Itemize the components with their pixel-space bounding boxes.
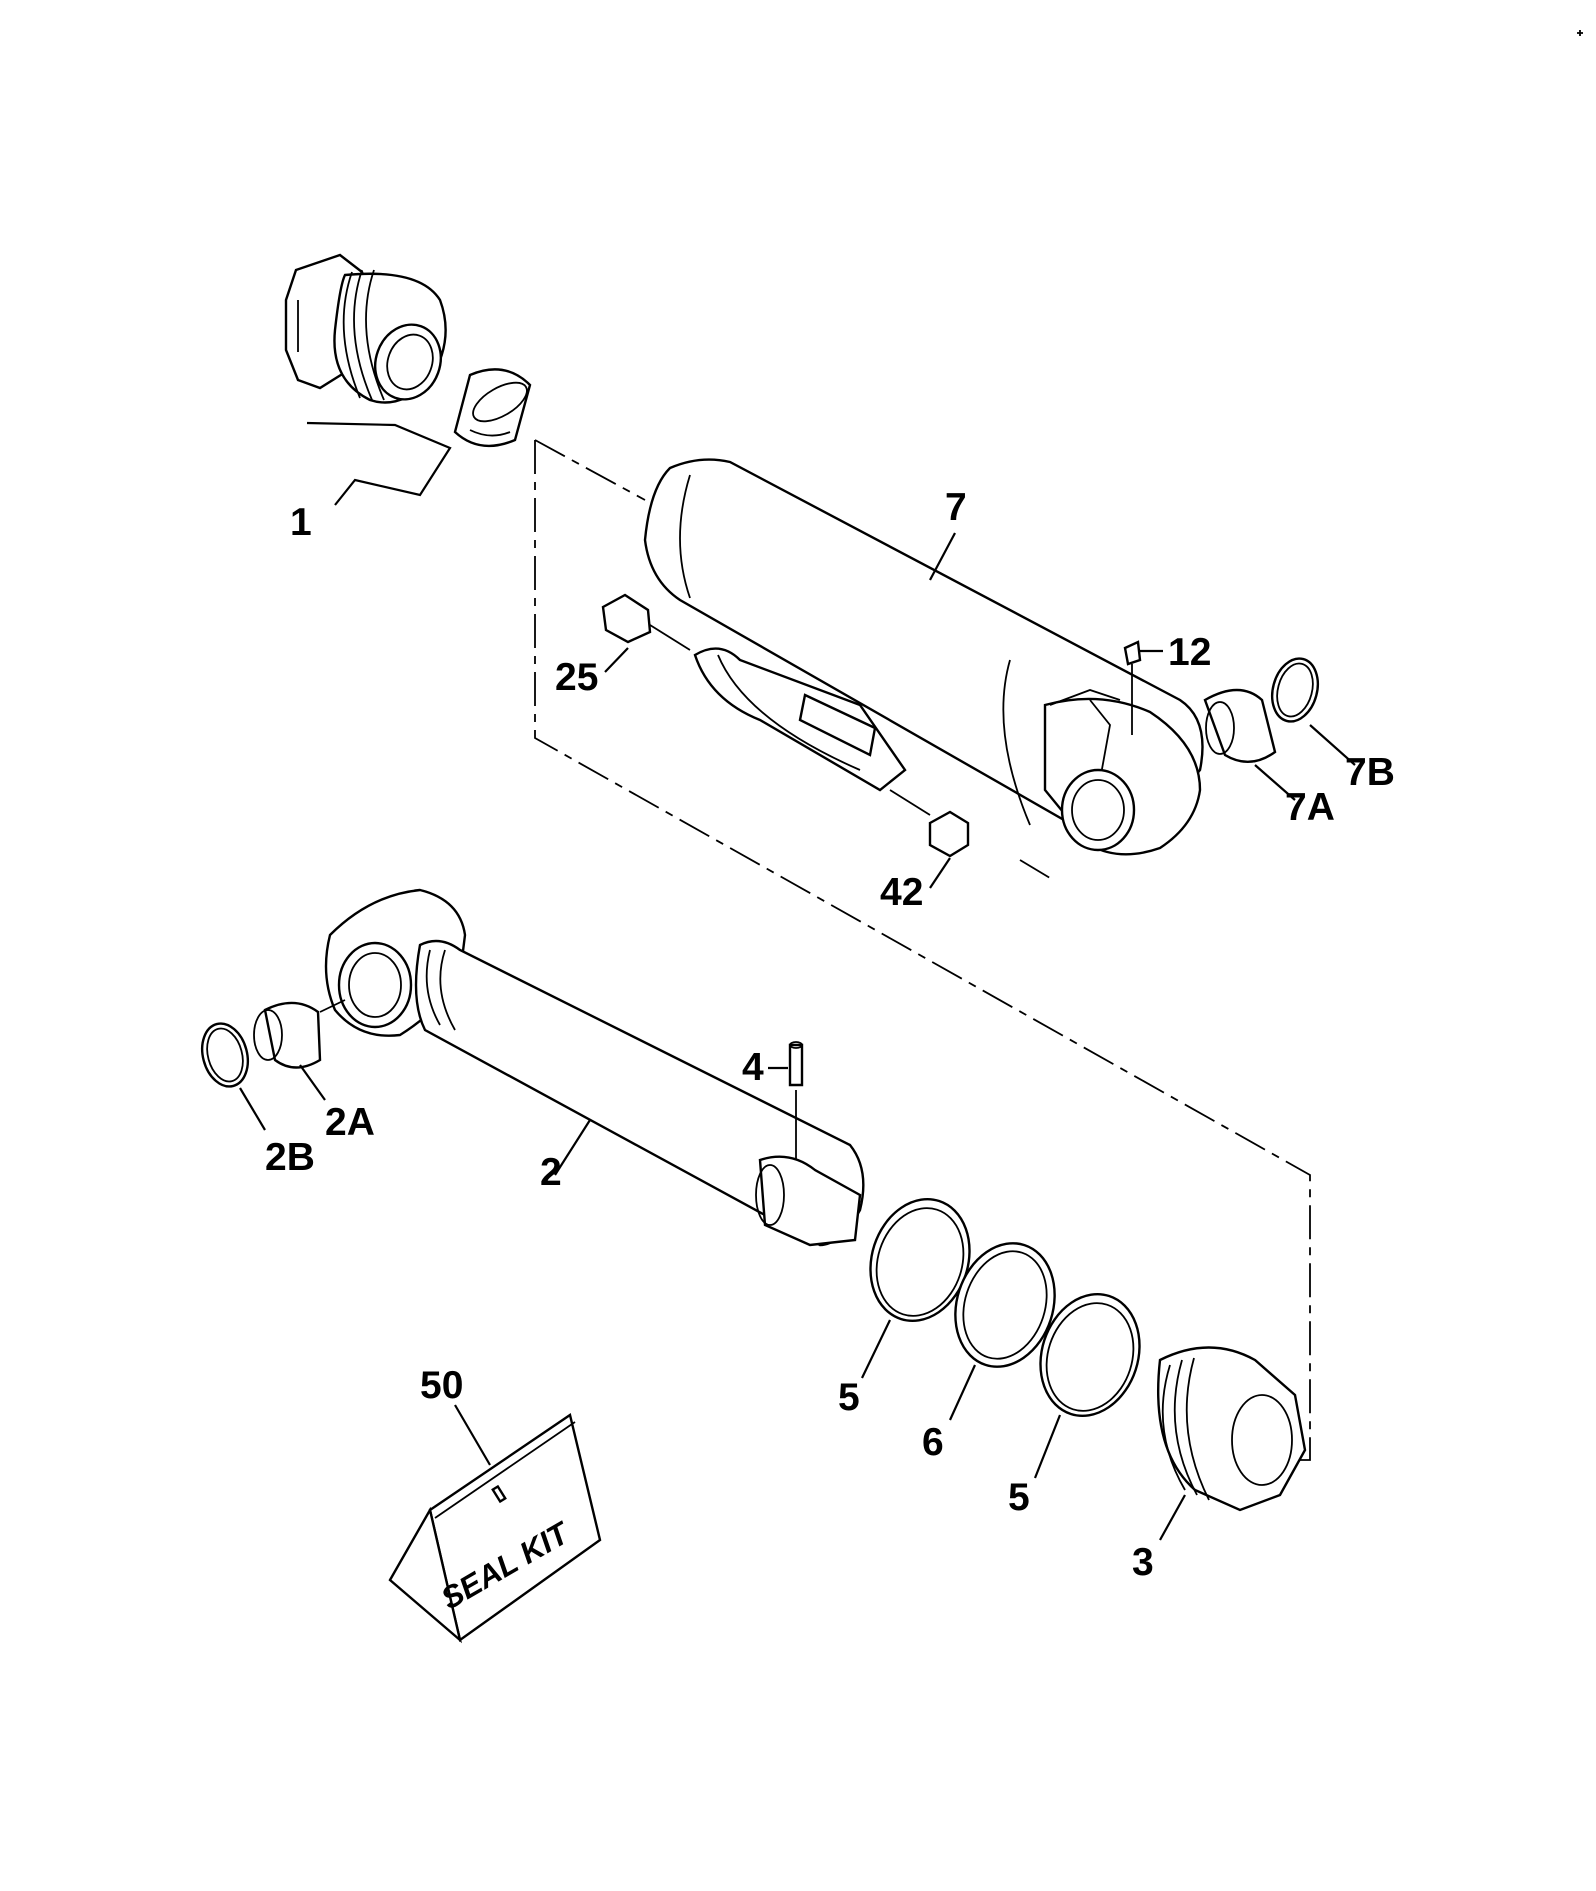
callout-4: 4 (742, 1046, 764, 1089)
part-50-seal-kit: SEAL KIT (388, 1413, 602, 1644)
part-25-plug (601, 593, 691, 651)
part-7a-bushing (1203, 688, 1277, 763)
corner-mark (1577, 30, 1583, 36)
callout-5-second: 5 (1008, 1476, 1030, 1519)
part-2a-bushing (253, 999, 346, 1069)
leader-3 (1159, 1494, 1186, 1541)
leader-7b (1309, 724, 1356, 766)
part-5-ring-b (1039, 1292, 1141, 1418)
callout-42: 42 (880, 871, 923, 914)
part-3-piston (1157, 1346, 1307, 1512)
leader-2b (239, 1087, 266, 1131)
callout-12: 12 (1168, 631, 1211, 674)
part-4-pin (788, 1041, 804, 1160)
leader-5b (1033, 1414, 1062, 1479)
leader-6 (948, 1364, 977, 1421)
callout-7: 7 (945, 486, 967, 529)
leader-7 (929, 532, 956, 581)
leader-50 (454, 1404, 491, 1466)
callout-2: 2 (540, 1151, 562, 1194)
part-6-seal (954, 1242, 1056, 1368)
callout-5-first: 5 (838, 1376, 860, 1419)
part-12-grease-fitting (1123, 640, 1142, 735)
leader-2a (299, 1064, 326, 1101)
callout-2b: 2B (265, 1136, 315, 1179)
leader-5a (861, 1319, 891, 1379)
callout-3: 3 (1132, 1541, 1154, 1584)
callout-7a: 7A (1285, 786, 1335, 829)
leader-2 (554, 1119, 591, 1176)
callout-1: 1 (290, 501, 312, 544)
part-2b-ring (200, 1022, 250, 1088)
part-5-ring-a (869, 1197, 971, 1323)
callout-50: 50 (420, 1364, 463, 1407)
part-7b-ring (1270, 657, 1320, 723)
leader-7a (1254, 764, 1296, 801)
part-7-barrel (643, 458, 1204, 856)
assembly-centerlines (534, 439, 1311, 1461)
callout-7b: 7B (1345, 751, 1395, 794)
callout-25: 25 (555, 656, 598, 699)
part-2-rod (324, 888, 865, 1247)
leader-42 (929, 857, 951, 889)
callout-2a: 2A (325, 1101, 375, 1144)
leader-1 (306, 421, 452, 506)
leader-25 (604, 647, 629, 673)
part-42-plug (889, 789, 970, 858)
callout-6: 6 (922, 1421, 944, 1464)
part-1-gland (284, 253, 532, 448)
